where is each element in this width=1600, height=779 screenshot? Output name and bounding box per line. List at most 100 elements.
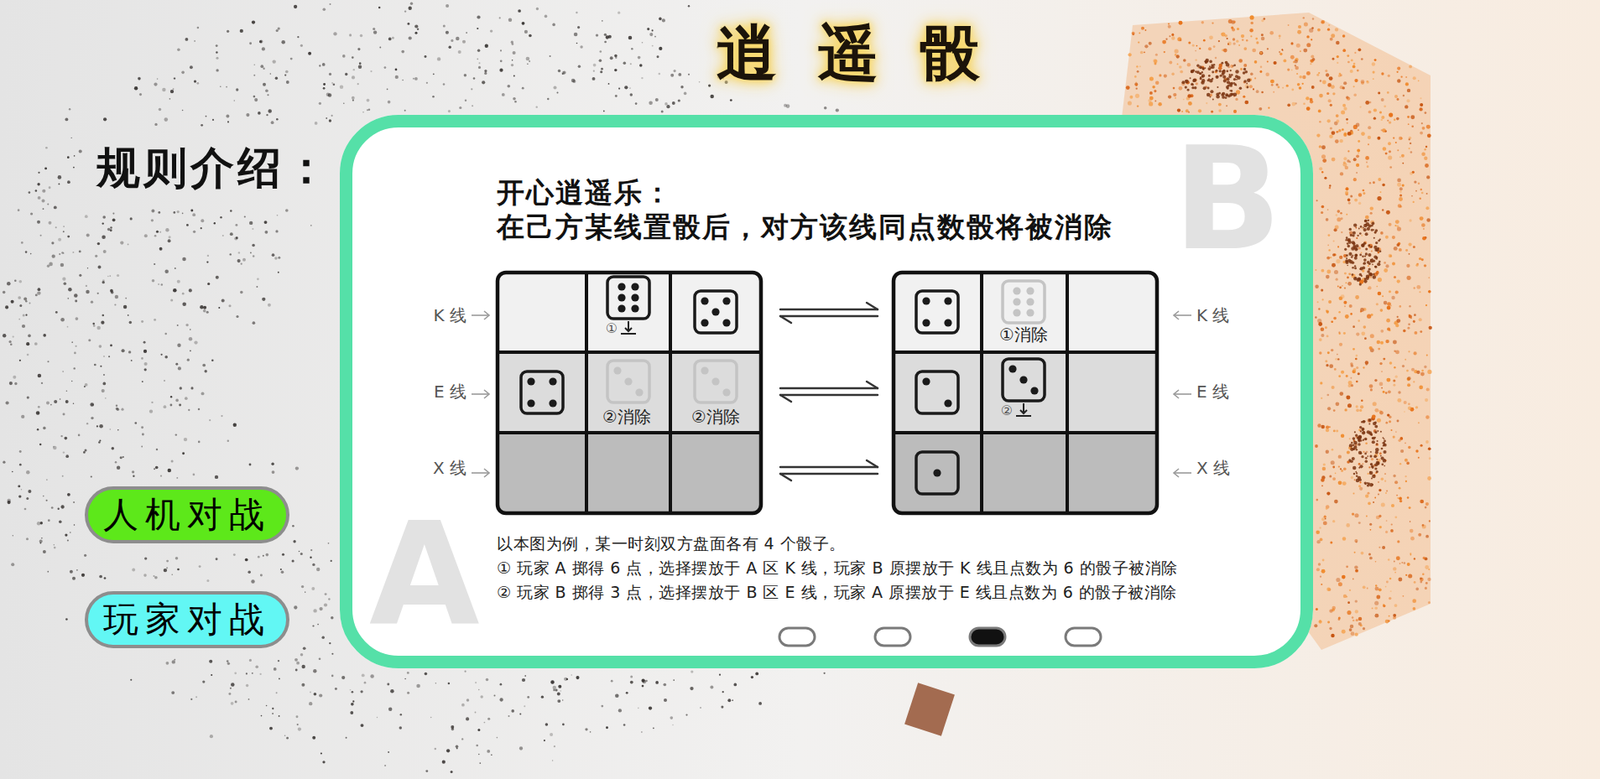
particle — [1343, 594, 1347, 599]
particle — [10, 343, 13, 347]
particle — [1396, 420, 1400, 423]
particle — [167, 239, 172, 243]
particle — [618, 708, 622, 713]
particle — [630, 47, 634, 51]
particle — [1388, 597, 1392, 600]
particle — [1375, 271, 1379, 274]
particle — [1386, 327, 1391, 331]
particle — [649, 32, 653, 37]
particle — [37, 196, 42, 200]
particle — [153, 83, 157, 87]
particle — [1320, 289, 1324, 292]
particle — [1321, 569, 1326, 574]
particle — [1409, 521, 1412, 523]
particle — [576, 42, 579, 45]
particle — [1201, 20, 1204, 24]
particle — [316, 568, 320, 572]
particle — [213, 222, 216, 225]
particle — [36, 220, 41, 225]
particle — [1407, 327, 1410, 330]
particle — [1334, 225, 1340, 230]
particle — [134, 86, 138, 90]
particle — [500, 59, 503, 63]
particle — [260, 574, 263, 578]
particle — [155, 466, 159, 470]
particle — [589, 731, 592, 734]
particle — [654, 36, 657, 38]
particle — [1187, 93, 1192, 99]
particle — [318, 64, 321, 67]
particle — [1385, 492, 1387, 495]
particle — [1399, 187, 1403, 191]
particle — [1316, 499, 1319, 502]
particle — [1334, 500, 1339, 505]
particle — [512, 97, 516, 101]
particle — [1368, 552, 1371, 556]
particle — [1350, 384, 1354, 387]
particle — [1155, 53, 1158, 57]
particle — [1396, 540, 1400, 543]
particle — [153, 468, 156, 470]
particle — [1379, 362, 1382, 365]
particle — [1351, 616, 1355, 620]
particle — [599, 50, 602, 53]
particle — [391, 36, 395, 40]
particle — [169, 98, 172, 100]
particle — [1362, 627, 1366, 631]
particle — [254, 63, 256, 66]
particle — [1362, 189, 1366, 193]
particle — [1419, 500, 1422, 502]
particle — [5, 401, 10, 405]
particle — [290, 57, 293, 61]
particle — [462, 40, 466, 44]
particle — [62, 252, 65, 255]
particle — [1314, 285, 1319, 290]
particle — [661, 18, 666, 22]
particle — [74, 345, 77, 348]
particle — [1380, 308, 1384, 313]
particle — [14, 382, 17, 386]
particle — [1131, 31, 1136, 36]
particle — [1420, 444, 1423, 448]
particle — [1370, 276, 1372, 279]
particle — [210, 674, 213, 677]
particle — [166, 567, 168, 569]
particle — [549, 55, 552, 58]
particle — [1355, 227, 1357, 230]
particle — [517, 9, 522, 13]
particle — [1337, 358, 1340, 360]
particle — [1323, 177, 1327, 180]
particle — [1381, 208, 1384, 211]
particle — [201, 391, 205, 396]
particle — [1327, 406, 1331, 411]
particle — [549, 733, 553, 737]
particle — [1408, 314, 1413, 318]
particle — [83, 449, 87, 453]
particle — [42, 208, 45, 210]
particle — [1375, 302, 1379, 306]
particle — [1366, 314, 1371, 319]
particle — [1401, 154, 1405, 158]
particle — [1344, 272, 1347, 276]
particle — [1355, 569, 1359, 574]
particle — [1225, 77, 1230, 81]
particle — [215, 68, 219, 72]
particle — [40, 234, 42, 237]
particle — [1334, 473, 1337, 475]
particle — [1366, 588, 1369, 590]
particle — [1349, 362, 1354, 366]
particle — [333, 31, 337, 36]
particle — [448, 46, 452, 49]
particle — [1385, 586, 1387, 589]
particle — [414, 31, 417, 35]
particle — [1422, 573, 1424, 575]
particle — [1425, 582, 1429, 585]
particle — [166, 661, 170, 666]
particle — [720, 706, 724, 709]
particle — [331, 653, 334, 656]
particle — [1136, 65, 1138, 68]
particle — [1422, 236, 1427, 241]
particle — [9, 381, 13, 386]
particle — [1374, 601, 1379, 606]
particle — [97, 242, 100, 245]
